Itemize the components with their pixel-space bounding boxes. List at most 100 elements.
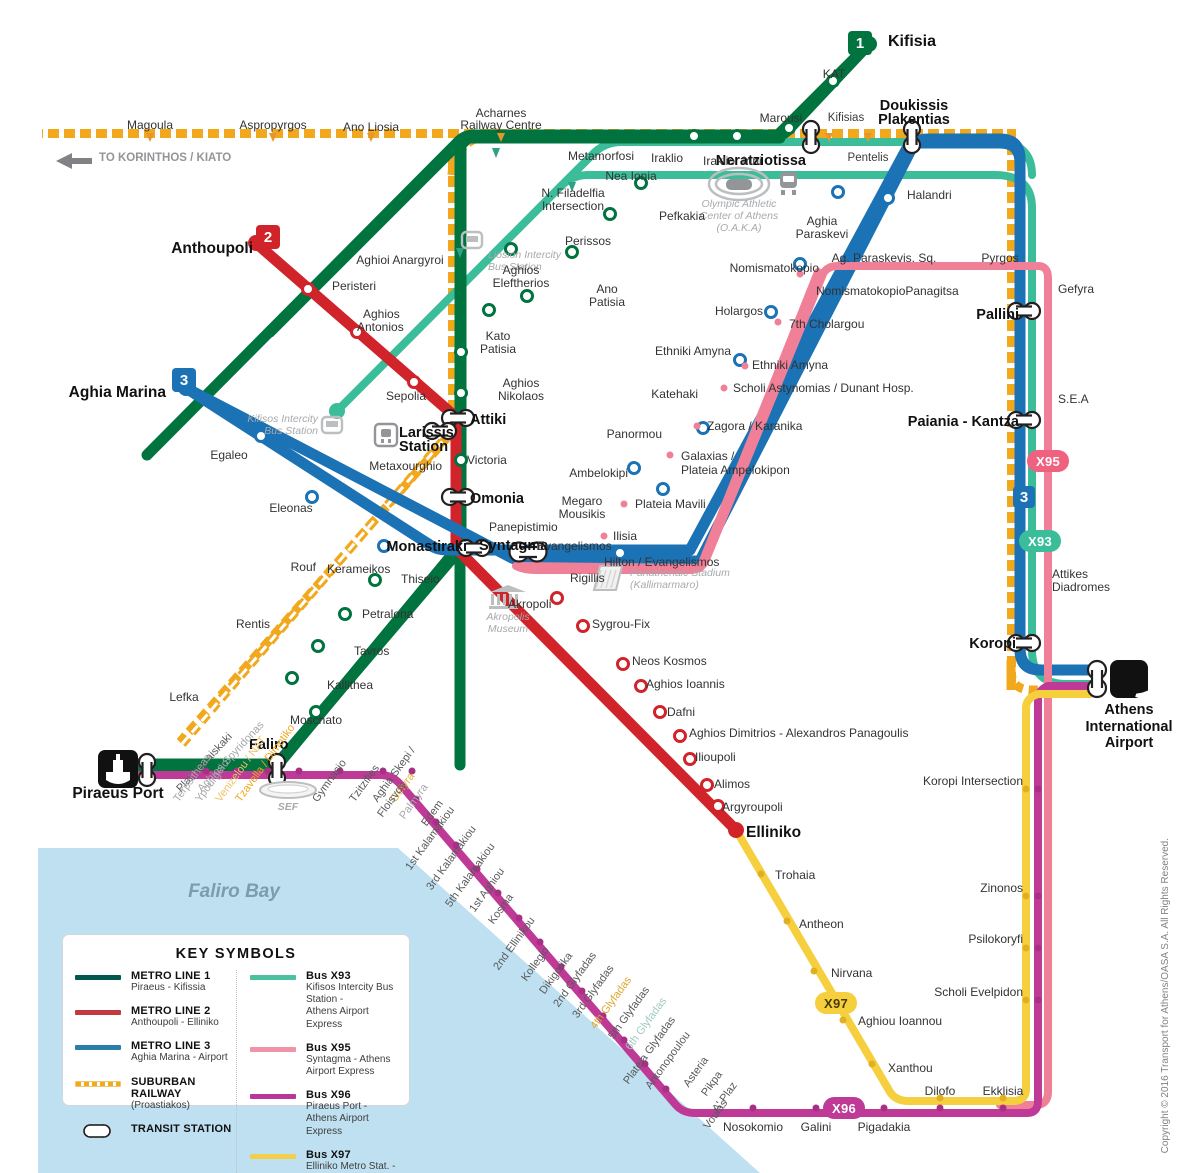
oaka-line-3: (O.A.K.A) — [716, 221, 762, 234]
line1-station-dots — [285, 74, 840, 719]
station-label: Irini — [742, 154, 762, 168]
copyright-notice: Copyright © 2016 Transport for Athens/OA… — [1160, 838, 1171, 1154]
station-label: KAT — [822, 67, 846, 81]
station-label: Faliro — [249, 737, 289, 753]
station-label: Syntagma — [479, 538, 549, 554]
station-label: Railway Centre — [460, 118, 542, 132]
line-3-badge-label: 3 — [179, 371, 189, 389]
station-label: Scholi Astynomias / Dunant Hosp. — [733, 381, 914, 395]
station-label: Dilofo — [924, 1084, 956, 1098]
station-label: Megaro — [561, 494, 603, 508]
station-label: Rentis — [235, 617, 271, 631]
station-label: Koropi Intersection — [922, 774, 1023, 788]
station-label: Trohaia — [775, 868, 816, 882]
station-label: Patisia — [479, 342, 517, 356]
line2-station-dots — [301, 282, 725, 813]
station-label: Ano Liosia — [342, 120, 400, 134]
station-label: Kifisia — [888, 33, 937, 50]
kifisos-bus-station-label: Kifisos Intercity Bus Station — [247, 413, 318, 438]
x97-badge: X97 — [815, 992, 857, 1014]
faliro-bay-label: Faliro Bay — [188, 881, 280, 902]
legend-item-title: Bus X97 — [306, 1148, 351, 1161]
station-label: Katehaki — [651, 387, 698, 401]
legend-row: TRANSIT STATION — [75, 1123, 236, 1138]
station-label: Acharnes — [475, 106, 527, 120]
station-label: Thiseio — [401, 572, 440, 586]
korinthos-arrow — [56, 153, 92, 169]
legend-item-title: METRO LINE 3 — [131, 1040, 211, 1053]
legend-item-title: SUBURBAN RAILWAY — [131, 1075, 196, 1100]
station-label: Eleonas — [269, 501, 313, 515]
station-label: Pefkakia — [658, 209, 706, 223]
legend-row: SUBURBAN RAILWAY(Proastiakos) — [75, 1076, 236, 1112]
station-label: Pentelis — [847, 152, 889, 164]
legend-color-swatch — [75, 1010, 121, 1016]
station-label: Ag. Paraskevis. Sq. — [831, 251, 937, 265]
station-label: Zinonos — [980, 881, 1023, 895]
station-label: Galini — [800, 1120, 832, 1134]
akropolis-line-1: Akropolis — [486, 611, 530, 623]
station-label: Argyroupoli — [722, 800, 783, 814]
station-label: Mousikis — [558, 507, 606, 521]
legend-item-title: Bus X93 — [306, 970, 351, 982]
line1-dots-b — [454, 242, 518, 400]
station-label: Sygrou-Fix — [592, 617, 651, 631]
akropolis-museum-label: Akropolis Museum — [486, 611, 530, 636]
station-label: Neratziotissa — [715, 153, 806, 169]
station-label: Paiania - Kantza — [907, 414, 1019, 430]
station-label: Akropoli — [508, 597, 552, 611]
station-label: Panagitsa — [905, 284, 959, 298]
line3-station-dots — [254, 185, 895, 560]
station-label: Plakentias — [878, 112, 950, 128]
legend-color-swatch — [250, 1046, 296, 1052]
station-label: Ekklisia — [982, 1084, 1024, 1098]
station-label: Psilokoryfi — [968, 932, 1023, 946]
station-label: Aghios Ioannis — [646, 677, 725, 691]
train-icon-neratziotissa — [780, 172, 797, 195]
panathenaic-stadium-icon — [592, 565, 624, 591]
legend-item-title: METRO LINE 1 — [131, 970, 211, 982]
station-label: Plateia Mavili — [635, 497, 706, 511]
station-label: 7th Cholargou — [789, 317, 865, 331]
station-label: Aghiou Ioannou — [858, 1014, 943, 1028]
station-label: Holargos — [714, 304, 763, 318]
station-label: Larissis — [399, 425, 454, 441]
oaka-line-1: Olympic Athletic — [701, 198, 777, 210]
station-label: Nomismatokopio — [816, 284, 906, 298]
sef-text: SEF — [277, 801, 299, 813]
station-label: Panormou — [606, 427, 662, 441]
legend-item-subtitle: Syntagma - Athens Airport Express — [306, 1053, 391, 1077]
station-label: Iraklio — [650, 151, 684, 165]
legend-item-subtitle: (Proastiakos) — [131, 1099, 190, 1111]
station-label: Diadromes — [1052, 580, 1111, 594]
bus-icon-kifisos — [320, 415, 344, 435]
station-label: Pallini — [976, 307, 1019, 323]
station-label: Magoula — [126, 118, 174, 132]
station-label: Victoria — [467, 453, 507, 467]
station-label: Patisia — [588, 295, 626, 309]
station-label: Eleftherios — [492, 276, 550, 290]
station-label: Moschato — [290, 713, 343, 727]
station-label: Hilton / Evangelismos — [604, 555, 720, 569]
station-label: Nikolaos — [497, 389, 545, 403]
station-label: Paraskevi — [795, 227, 849, 241]
station-label: Petralona — [362, 607, 414, 621]
station-label: Doukissis — [879, 98, 949, 114]
piraeus-port-icon — [98, 750, 138, 788]
akropolis-line-2: Museum — [487, 622, 529, 635]
station-label: Ilioupoli — [695, 750, 736, 764]
bus-x97-line — [732, 690, 1094, 1105]
airport-icon — [1110, 660, 1170, 705]
line-1-badge-label: 1 — [855, 34, 865, 52]
station-label: Aghios — [502, 376, 540, 390]
x95-stop-dots — [600, 262, 1052, 579]
station-label: Galaxias / — [681, 449, 735, 463]
station-label: Perissos — [564, 234, 612, 248]
station-label: Attiki — [470, 412, 507, 428]
line-2-badge-label: 2 — [263, 228, 273, 246]
legend-item-title: METRO LINE 2 — [131, 1005, 211, 1018]
